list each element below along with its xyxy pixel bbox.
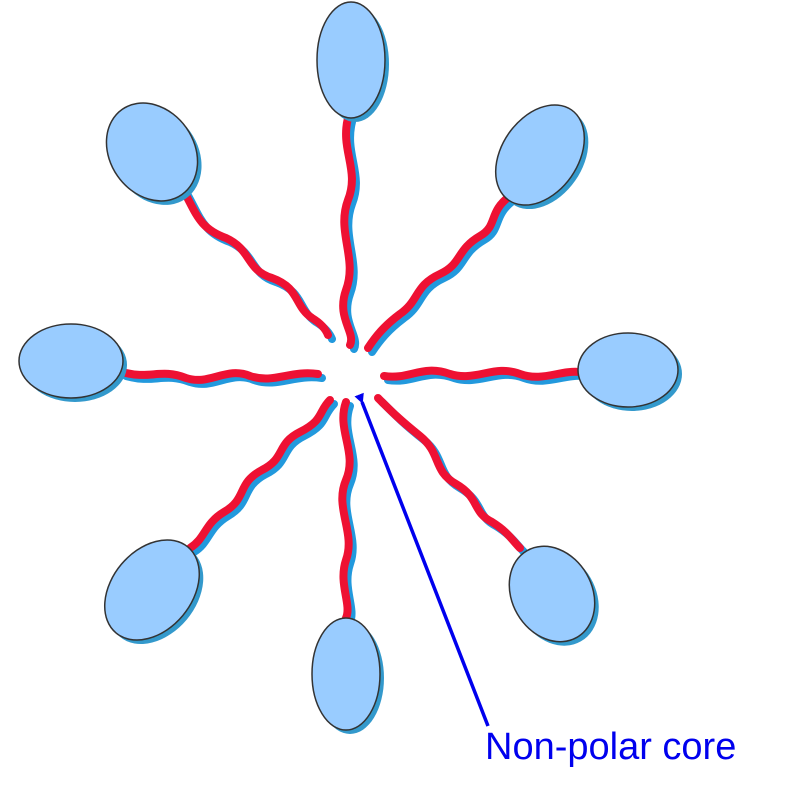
non-polar-core-label: Non-polar core	[485, 726, 737, 768]
tail-bottom-left	[186, 396, 338, 556]
head-bottom-right	[508, 545, 599, 646]
tail-right	[380, 366, 588, 385]
head-top-left	[105, 102, 202, 205]
heads	[18, 1, 682, 734]
head-left	[18, 323, 127, 402]
tail-top-right	[364, 192, 518, 356]
head-right	[577, 332, 682, 411]
head-bottom	[311, 617, 384, 734]
tail-top-left	[178, 184, 336, 343]
head-top	[316, 1, 389, 122]
tail-left	[118, 368, 326, 388]
tail-top	[339, 114, 360, 353]
core-pointer-arrow	[354, 392, 490, 727]
head-top-right	[494, 104, 589, 210]
tail-bottom	[338, 398, 358, 626]
tails	[118, 114, 588, 626]
tail-bottom-right	[374, 394, 528, 556]
head-bottom-left	[103, 539, 204, 645]
